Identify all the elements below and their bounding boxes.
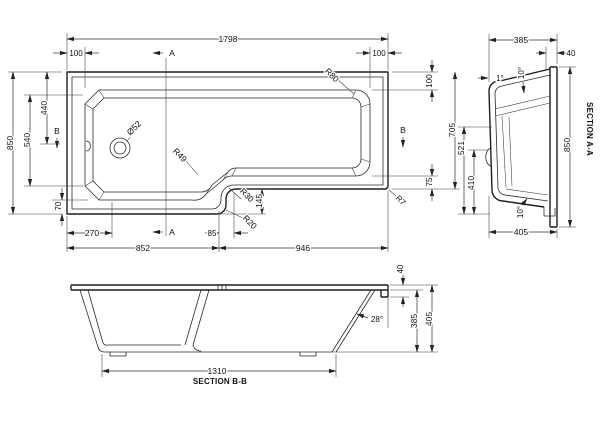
drain-leader	[126, 133, 134, 142]
dim-offset-left: 100	[69, 49, 83, 58]
tub-rim-contour	[84, 89, 371, 201]
section-bb-label: SECTION B-B	[193, 377, 247, 386]
section-marker-a-bottom: A	[169, 227, 175, 237]
dim-offset-right: 100	[372, 49, 386, 58]
bb-foot-right	[299, 352, 317, 357]
aa-far-side-lines	[494, 95, 551, 196]
plan-outer-outline	[66, 71, 389, 215]
angle-aa-rim: 10°	[517, 67, 526, 79]
dim-right-width: 705	[447, 123, 457, 137]
dim-plan-length: 1798	[219, 34, 238, 44]
dim-length-left: 852	[136, 243, 150, 253]
dim-step-offset: 85	[208, 229, 217, 238]
aa-shell-outer	[488, 68, 551, 208]
radius-label-r20: R20	[241, 213, 259, 231]
tub-floor-contour	[92, 97, 362, 193]
dim-aa-depth-overall: 405	[514, 227, 528, 237]
bb-rim	[70, 284, 389, 298]
section-marker-b-left: B	[54, 126, 60, 136]
dim-aa-width: 850	[562, 138, 572, 152]
aa-overflow-bump	[485, 147, 492, 167]
overflow-mark	[85, 140, 91, 152]
plan-inner-rim	[71, 76, 384, 210]
plan-view: Ø52 A A B B 1798 100 100 100	[4, 33, 460, 255]
section-bb-view: 40 385 405 28° 1310 SECTION B-B	[70, 263, 438, 387]
section-aa-view: 385 40 1° 10° 521 410 850 10° 405 SECTIO…	[455, 34, 596, 239]
drain-outer-circle	[109, 137, 131, 159]
aa-foot	[543, 207, 556, 217]
bb-foot-left	[109, 352, 127, 357]
section-marker-b-right: B	[400, 125, 406, 135]
bb-extension-lines	[101, 284, 438, 377]
corner-ticks	[84, 89, 371, 201]
bb-dimensions: 40 385 405 28° 1310	[101, 263, 435, 377]
dim-aa-521: 521	[456, 141, 466, 155]
dim-70: 70	[54, 201, 63, 210]
radius-label-r80: R80	[323, 66, 341, 84]
aa-dimensions: 385 40 1° 10° 521 410 850 10° 405	[455, 34, 578, 239]
dim-bb-rim-lip: 40	[396, 264, 405, 273]
dim-bb-base-length: 1310	[208, 366, 227, 376]
dim-bb-height-overall: 405	[424, 312, 434, 326]
dim-bb-height-inner: 385	[409, 314, 419, 328]
dim-aa-rim-lip: 40	[567, 49, 576, 58]
bb-shell	[79, 285, 376, 353]
dim-width-overall: 850	[5, 136, 15, 150]
dim-right-offset-top: 100	[425, 74, 434, 88]
dim-length-right: 946	[296, 243, 310, 253]
drain-inner-circle	[113, 141, 127, 155]
aa-shell-inner	[494, 74, 551, 202]
section-aa-label: SECTION A-A	[585, 102, 594, 156]
drain-diameter-label: Ø52	[125, 118, 144, 137]
section-marker-a-top: A	[169, 48, 175, 58]
dim-aa-depth-top: 385	[514, 35, 528, 45]
angle-bb-backrest: 28°	[371, 315, 383, 324]
dim-270: 270	[85, 228, 99, 238]
plan-extension-lines	[8, 33, 460, 252]
plan-dimensions: 1798 100 100 100 705 75 R7 850 540 440	[4, 33, 459, 255]
angle-aa-wall: 1°	[496, 74, 504, 83]
dim-440: 440	[39, 101, 49, 115]
aa-rim-edge	[549, 66, 558, 228]
angle-aa-base: 10°	[516, 206, 525, 218]
dim-aa-410: 410	[466, 176, 476, 190]
dim-right-offset-bottom: 75	[425, 177, 434, 186]
dim-step-height: 145	[254, 194, 264, 208]
dim-540: 540	[22, 133, 32, 147]
